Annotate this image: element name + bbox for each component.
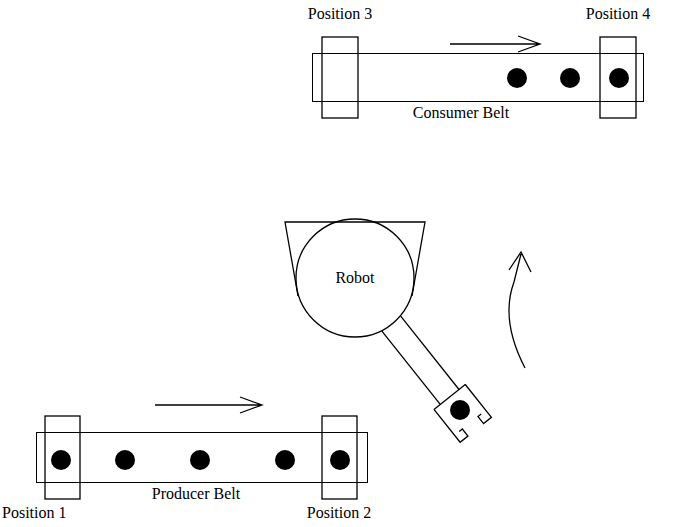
position-frame [45,416,80,499]
part-ball [330,450,350,470]
part-ball [190,450,210,470]
direction-arrow [450,36,540,52]
robot-base [285,222,425,296]
part-ball [450,400,470,420]
robot-arm [375,311,491,442]
part-ball [560,68,580,88]
node-label: Robot [335,269,374,287]
position-label: Position 1 [2,504,66,522]
conveyor-belt: Producer Belt [36,432,368,483]
belt-label: Consumer Belt [413,104,509,122]
part-ball [507,68,527,88]
position-frame [322,37,358,118]
robot-body: Robot [295,218,415,338]
part-ball [51,450,71,470]
conveyor-belt: Consumer Belt [312,53,644,102]
robot-circle [296,219,414,337]
part-ball [115,450,135,470]
position-label: Position 3 [308,5,372,23]
position-frame [322,416,357,499]
gripper [434,385,491,443]
position-label: Position 2 [307,504,371,522]
part-ball [275,450,295,470]
arm-beam [382,316,459,405]
rotation-arrow [509,252,531,368]
position-frame [600,37,636,118]
part-ball [609,68,629,88]
direction-arrow [155,397,262,413]
belt-label: Producer Belt [152,485,240,503]
position-label: Position 4 [586,5,650,23]
